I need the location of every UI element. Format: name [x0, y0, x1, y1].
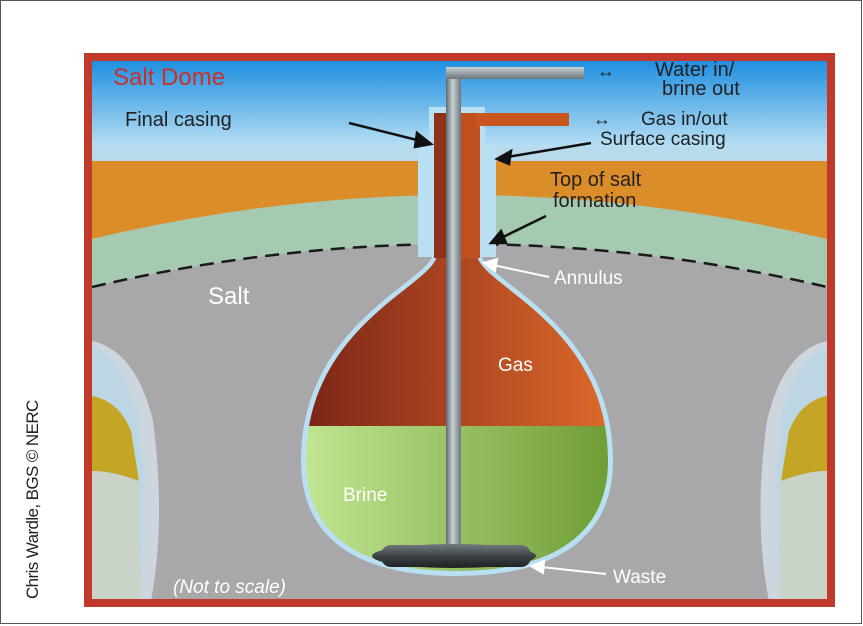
label-top-of-salt: Top of salt	[550, 169, 642, 191]
label-gas-inout: Gas in/out	[641, 109, 728, 130]
credit-text: Chris Wardle, BGS © NERC	[23, 400, 42, 599]
gas-pipe	[476, 113, 569, 126]
label-final-casing: Final casing	[125, 109, 232, 131]
label-annulus: Annulus	[554, 268, 623, 289]
leader-arrows	[348, 121, 592, 245]
label-brine: Brine	[343, 485, 387, 506]
arrow-water: ↔	[597, 61, 615, 81]
label-salt: Salt	[208, 283, 250, 310]
water-pipe	[446, 67, 584, 79]
left-strata-yellow	[92, 396, 139, 481]
title-salt-dome: Salt Dome	[113, 64, 225, 91]
label-waste: Waste	[613, 567, 666, 588]
right-strata-lower	[779, 471, 827, 599]
label-not-to-scale: (Not to scale)	[173, 577, 286, 598]
label-formation: formation	[553, 190, 636, 212]
annulus-arrow	[481, 257, 550, 278]
waste-block	[381, 545, 531, 567]
waste-arrow	[528, 559, 607, 575]
label-gas: Gas	[498, 355, 533, 376]
left-strata-lower	[92, 471, 141, 599]
right-strata-yellow	[781, 396, 827, 481]
label-water-in: Water in/	[655, 59, 735, 81]
label-surface-casing: Surface casing	[600, 129, 726, 150]
central-pipe	[446, 67, 461, 565]
arrow-gas: ↔	[593, 109, 611, 129]
label-brine-out: brine out	[662, 78, 740, 100]
